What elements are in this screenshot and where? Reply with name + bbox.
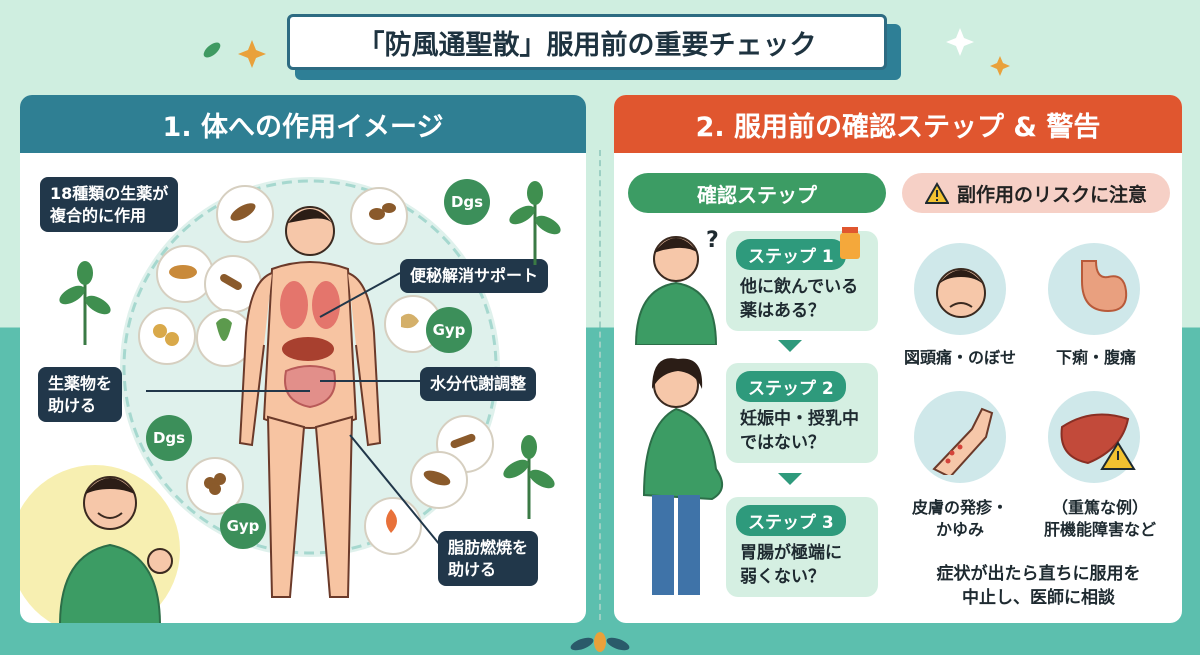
herb-badge: Dgs [146,415,192,461]
headache-icon [936,268,986,318]
step-1-text: 他に飲んでいる 薬はある？ [740,277,859,321]
happy-person-illustration [59,476,173,623]
leaf-ornament [570,632,630,652]
right-panel-heading: 2. 服用前の確認ステップ & 警告 [614,95,1182,153]
step-arrow [778,340,802,352]
risk-title-pill: 副作用のリスクに注意 [902,173,1170,213]
conclusion-text: 症状が出たら直ちに服用を 中止し、医師に相談 [936,564,1141,608]
label-fat: 脂肪燃焼を 助ける [438,531,539,587]
left-panel-heading: 1. 体への作用イメージ [20,95,586,153]
herb-icons [153,203,476,533]
medicine-bottle-icon [840,227,860,259]
page-title: 「防風通聖散」服用前の重要チェック [287,14,887,70]
step-card-2: ステップ 2 妊娠中・授乳中 ではない？ [726,363,878,463]
herb-badge: Gyp [220,503,266,549]
thinking-person-illustration: ? [634,228,719,345]
panel-divider [599,150,601,620]
herb-badge: Gyp [426,307,472,353]
risk-circle [914,391,1006,483]
herb-circle [138,307,196,365]
step-arrow [778,473,802,485]
label-herbs: 18種類の生薬が 複合的に作用 [40,177,179,233]
step-2-text: 妊娠中・授乳中 ではない？ [740,409,859,453]
svg-text:?: ? [706,228,719,253]
step-1-label: ステップ 1 [736,239,846,270]
step-3-text: 胃腸が極端に 弱くない？ [740,543,842,587]
body-effect-panel: 1. 体への作用イメージ Dgs Gyp Dgs Gyp [20,95,586,623]
label-constipation: 便秘解消サポート [400,259,549,293]
warning-icon [924,182,949,204]
herb-circle [364,497,422,555]
plant-icon [59,261,111,345]
step-3-label: ステップ 3 [736,505,846,536]
stomach-icon [1081,260,1128,313]
risk-label-4: （重篤な例） 肝機能障害など [1043,498,1156,539]
risk-label-1: 図頭痛・のぼせ [903,348,1016,367]
herb-badge: Dgs [444,179,490,225]
connector-lines [146,272,441,546]
plant-icon [509,181,561,265]
label-support: 生薬物を 助ける [38,367,123,423]
plant-icon [503,435,555,519]
step-card-3: ステップ 3 胃腸が極端に 弱くない？ [726,497,878,597]
check-steps-panel: 2. 服用前の確認ステップ & 警告 確認ステップ 副作用のリスクに注意 ? ス… [614,95,1182,623]
risk-label-3: 皮膚の発疹・ かゆみ [911,498,1008,539]
sparkle-icon [203,40,266,68]
pregnant-person-illustration [642,358,723,595]
liver-icon [1060,413,1136,470]
human-body-illustration [238,206,382,598]
steps-title: 確認ステップ [628,173,886,213]
risk-title: 副作用のリスクに注意 [956,183,1147,206]
risk-label-2: 下痢・腹痛 [1055,348,1136,367]
label-water: 水分代謝調整 [420,367,537,401]
skin-rash-icon [932,407,994,475]
sparkle-icon [946,28,1010,76]
step-2-label: ステップ 2 [736,371,846,402]
title-banner: 「防風通聖散」服用前の重要チェック [287,14,901,80]
